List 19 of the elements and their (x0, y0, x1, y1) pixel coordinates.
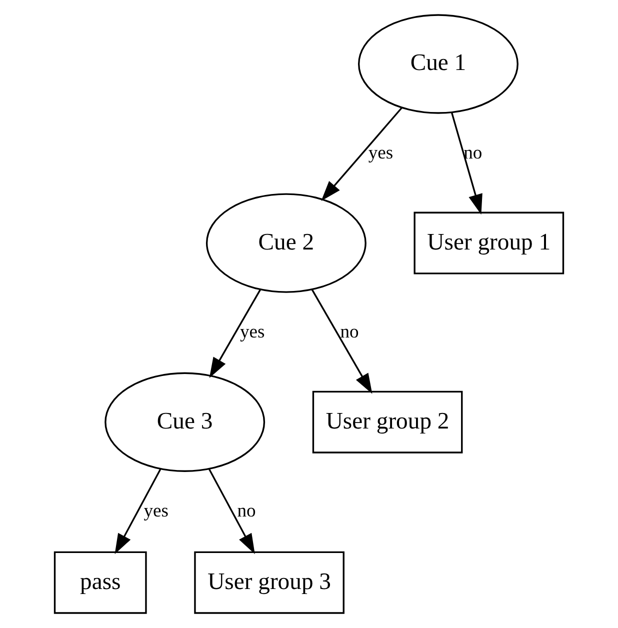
edge-label: yes (240, 321, 265, 342)
edge-label: no (237, 500, 256, 522)
arrow (209, 289, 262, 378)
node-box: pass (54, 551, 147, 614)
node-ellipse: Cue 1 (358, 14, 518, 114)
arrow (450, 112, 482, 215)
node-box: User group 2 (312, 390, 463, 454)
edge-label: yes (144, 500, 168, 522)
node-ellipse: Cue 2 (206, 193, 366, 293)
node-box: User group 3 (194, 551, 344, 614)
arrow (114, 468, 162, 554)
arrow (208, 468, 255, 554)
node-box: User group 1 (414, 212, 564, 274)
arrow (311, 289, 372, 394)
edge-label: yes (368, 142, 394, 164)
arrow (321, 107, 402, 201)
node-ellipse: Cue 3 (104, 372, 266, 472)
edge-label: no (340, 321, 359, 342)
edge-label: no (464, 142, 482, 164)
